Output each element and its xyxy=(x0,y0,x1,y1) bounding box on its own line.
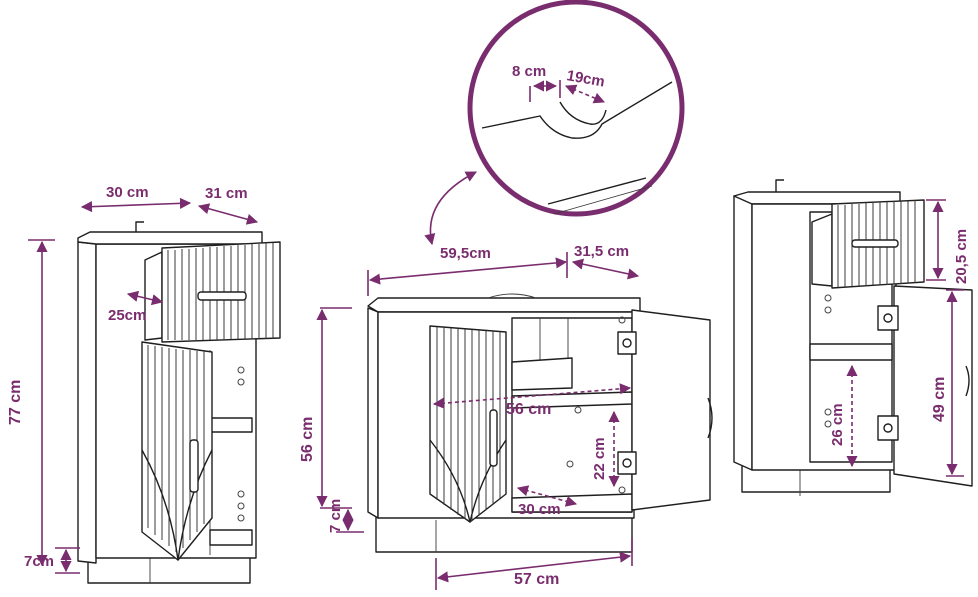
sink-depth-label: 31,5 cm xyxy=(574,243,629,260)
right-door-handle-icon xyxy=(965,365,970,397)
left-door-handle-icon xyxy=(189,439,199,493)
detail-cutout-depth-label: 19cm xyxy=(565,67,606,90)
left-width-label: 30 cm xyxy=(106,184,149,201)
left-drawer-depth-label: 25cm xyxy=(108,307,146,324)
right-shelf-height-label: 26 cm xyxy=(829,403,846,446)
sink-plinth-label: 7 cm xyxy=(327,499,344,533)
right-side-panel xyxy=(733,195,753,471)
detail-cutout-width-label: 8 cm xyxy=(512,63,546,80)
sink-height-label: 56 cm xyxy=(299,417,316,462)
detail-top-edge xyxy=(481,81,673,139)
right-shelf xyxy=(809,343,893,361)
sink-shelf-height-label: 22 cm xyxy=(591,437,608,480)
right-drawer-handle-icon xyxy=(851,239,899,248)
left-drawer-handle-icon xyxy=(197,291,247,301)
left-shelf xyxy=(209,417,253,433)
sink-hinge-bottom-icon xyxy=(617,451,637,475)
sink-right-door xyxy=(631,309,711,511)
left-bracket-icon xyxy=(135,221,144,232)
right-door-height-label: 49 cm xyxy=(931,377,948,422)
cutout-detail: 8 cm 19cm xyxy=(424,0,685,246)
sink-inner-width-label: 56 cm xyxy=(506,401,551,418)
sink-left-door-handle-icon xyxy=(489,409,498,467)
left-side-panel xyxy=(77,241,97,564)
left-top xyxy=(77,231,263,245)
detail-cutout-curve xyxy=(559,101,607,125)
right-cabinet: 20,5 cm 49 cm 26 cm xyxy=(733,179,973,496)
left-depth-label: 31 cm xyxy=(205,185,248,202)
right-top xyxy=(733,191,901,205)
sink-shelf-depth-label: 30 cm xyxy=(518,501,561,518)
right-hinge-bottom-icon xyxy=(877,415,899,441)
left-cabinet: 30 cm 31 cm 77 cm 7cm 25cm xyxy=(7,184,281,584)
sink-base-width-label: 57 cm xyxy=(514,571,559,588)
sink-top-cutout xyxy=(487,293,537,299)
left-plinth-label: 7cm xyxy=(24,553,54,570)
right-hinge-top-icon xyxy=(877,305,899,331)
sink-width-label: 59,5cm xyxy=(440,245,491,262)
sink-side-panel xyxy=(367,307,379,519)
sink-hinge-top-icon xyxy=(617,331,637,355)
sink-top xyxy=(367,297,641,313)
sink-cabinet: 59,5cm 31,5 cm 56 cm 7 cm 56 cm 22 cm 30… xyxy=(299,243,713,590)
right-drawer-side xyxy=(811,213,833,287)
right-bracket-icon xyxy=(775,179,784,192)
detail-circle xyxy=(467,0,685,217)
detail-pointer-arrow xyxy=(424,171,477,246)
right-drawer-height-label: 20,5 cm xyxy=(953,229,970,284)
left-drawer-side xyxy=(144,251,163,341)
detail-bottom-edge xyxy=(547,177,647,205)
sink-right-door-handle-icon xyxy=(707,397,713,439)
left-door xyxy=(141,341,213,561)
left-height-label: 77 cm xyxy=(7,380,24,425)
